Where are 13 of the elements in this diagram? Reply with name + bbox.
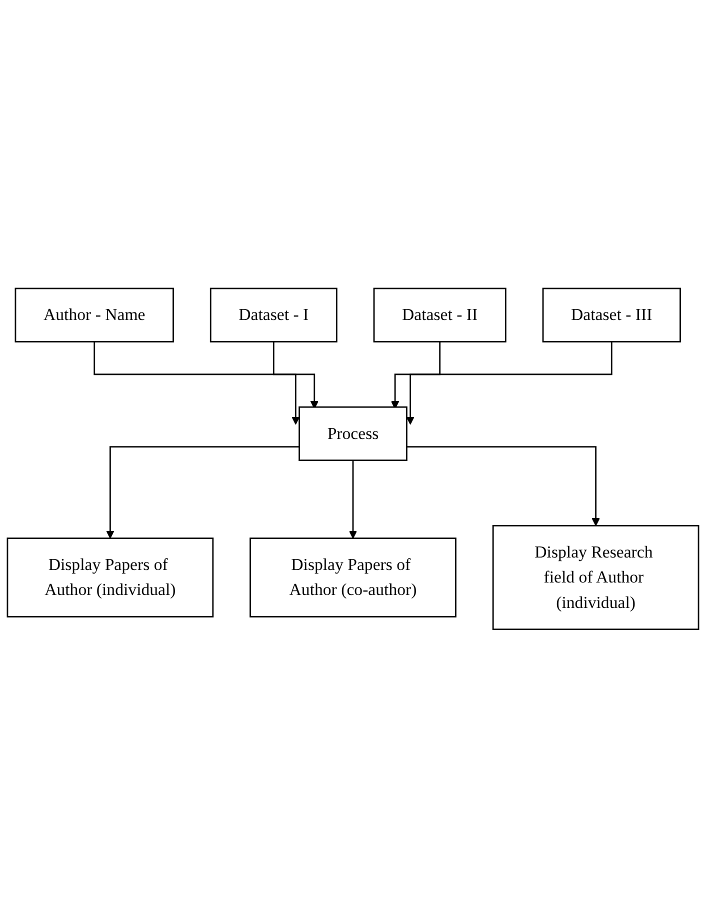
arrow (406, 340, 612, 424)
arrow (406, 446, 600, 526)
node-box: Display Research field of Author (individual) (492, 524, 700, 630)
arrow (348, 459, 358, 538)
node-box: Dataset - II (373, 287, 506, 342)
arrow (94, 340, 300, 424)
node-box: Process (298, 406, 408, 461)
node-box: Dataset - III (542, 287, 681, 342)
arrow (106, 446, 300, 538)
node-box: Author - Name (14, 287, 174, 342)
node-box: Dataset - I (210, 287, 338, 342)
node-box: Display Papers of Author (individual) (6, 537, 214, 618)
node-box: Display Papers of Author (co-author) (250, 537, 456, 618)
